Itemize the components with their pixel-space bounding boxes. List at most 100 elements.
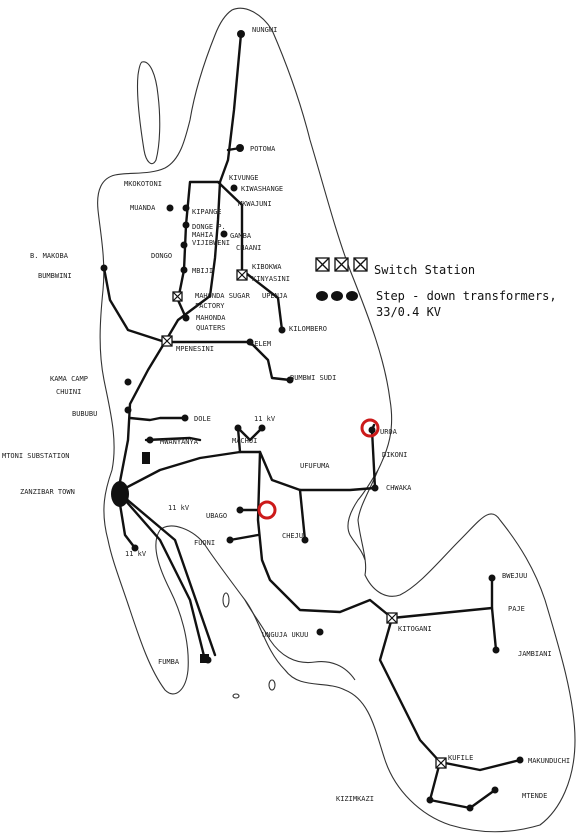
line-east-main bbox=[116, 450, 377, 494]
switch-station-icon bbox=[161, 335, 173, 347]
switch-stations bbox=[142, 269, 447, 769]
transformer-dot bbox=[258, 424, 266, 432]
label-muanda: MUANDA bbox=[130, 204, 156, 212]
label-kinyasini: KINYASINI bbox=[252, 275, 290, 283]
label-ufufuma: UFUFUMA bbox=[300, 462, 330, 470]
transformer-dot bbox=[301, 536, 309, 544]
label-mwanyanya: MWANYANYA bbox=[160, 438, 199, 446]
transformer-dot bbox=[182, 204, 190, 212]
line-mtende bbox=[428, 760, 497, 810]
label-kitogani: KITOGANI bbox=[398, 625, 432, 633]
line-to-bumbwini bbox=[102, 266, 167, 344]
label-kipange: KIPANGE bbox=[192, 208, 222, 216]
line-fumba bbox=[116, 490, 207, 662]
label-bwejuu: BWEJUU bbox=[502, 572, 527, 580]
transformer-dot bbox=[246, 338, 254, 346]
place-labels: NUNGWI POTOWA MKOKOTONI KIVUNGE KIWASHAN… bbox=[2, 26, 570, 803]
southern-inlet-outline bbox=[244, 599, 356, 681]
small-islet-1 bbox=[268, 679, 276, 691]
small-islet-3 bbox=[232, 693, 240, 699]
line-paje bbox=[390, 576, 494, 620]
label-kiwashange: KIWASHANGE bbox=[241, 185, 283, 193]
trunk-line-north bbox=[116, 32, 243, 494]
label-mtende: MTENDE bbox=[522, 792, 547, 800]
label-bumbwi-sudi: BUMBWI SUDI bbox=[290, 374, 336, 382]
transformer-dot bbox=[226, 536, 234, 544]
label-factory: FACTORY bbox=[195, 302, 225, 310]
transformer-dot bbox=[220, 230, 228, 238]
label-gamba: GAMBA bbox=[230, 232, 252, 240]
label-mahonda-sugar: MAHONDA SUGAR bbox=[195, 292, 251, 300]
transformer-dot bbox=[488, 574, 496, 582]
label-paje: PAJE bbox=[508, 605, 525, 613]
switch-station-legend-icon bbox=[315, 257, 368, 272]
label-11kv-a: 11 kV bbox=[254, 415, 276, 423]
label-kibokwa: KIBOKWA bbox=[252, 263, 282, 271]
transformer-dot bbox=[124, 378, 132, 386]
transformer-dot bbox=[371, 484, 379, 492]
label-kizimkazi: KIZIMKAZI bbox=[336, 795, 374, 803]
transformer-dot bbox=[182, 221, 190, 229]
line-fumba-2 bbox=[116, 490, 217, 657]
transformer-dot bbox=[368, 426, 376, 434]
transformer-dot bbox=[181, 414, 189, 422]
transformer-dot bbox=[278, 326, 286, 334]
label-b-makoba: B. MAKOBA bbox=[30, 252, 69, 260]
transformer-legend-icon bbox=[316, 291, 358, 301]
transformer-dot bbox=[146, 436, 154, 444]
label-kufile: KUFILE bbox=[448, 754, 473, 762]
transformer-dot bbox=[491, 786, 499, 794]
label-mbiji: MBIJI bbox=[192, 267, 213, 275]
zanzibar-town-area bbox=[111, 481, 129, 507]
label-mkokotoni: MKOKOTONI bbox=[124, 180, 162, 188]
switch-station-icon bbox=[435, 757, 447, 769]
transformer-dot bbox=[124, 406, 132, 414]
transformer-dot bbox=[236, 506, 244, 514]
line-fuoni bbox=[228, 533, 260, 542]
label-kilombero: KILOMBERO bbox=[289, 325, 327, 333]
transformer-dot bbox=[180, 266, 188, 274]
power-lines bbox=[102, 32, 522, 810]
switch-station-icon bbox=[386, 612, 398, 624]
label-quaters: QUATERS bbox=[196, 324, 226, 332]
label-fuoni: FUONI bbox=[194, 539, 215, 547]
transformer-dot bbox=[516, 756, 524, 764]
transformer-dot bbox=[182, 314, 190, 322]
legend-transformer-rating: 33/0.4 KV bbox=[376, 305, 441, 319]
transformer-dot bbox=[237, 30, 245, 38]
label-kivunge: KIVUNGE bbox=[229, 174, 259, 182]
chwaka-bay-outline bbox=[347, 469, 379, 561]
label-potowa: POTOWA bbox=[250, 145, 276, 153]
transformer-dot bbox=[100, 264, 108, 272]
fumba-substation-square bbox=[200, 654, 209, 663]
switch-station-icon bbox=[172, 291, 183, 302]
line-to-bumbwi-sudi bbox=[163, 340, 292, 382]
line-south bbox=[256, 450, 394, 620]
switch-station-icon bbox=[236, 269, 248, 281]
label-dikoni: DIKONI bbox=[382, 451, 407, 459]
label-11kv-c: 11 kV bbox=[125, 550, 147, 558]
island-outline bbox=[97, 7, 576, 833]
label-uroa: UROA bbox=[380, 428, 398, 436]
label-fumba: FUMBA bbox=[158, 658, 180, 666]
label-vijibweni: VIJIBWENI bbox=[192, 239, 230, 247]
line-jambiani bbox=[490, 606, 498, 652]
transformer-dot bbox=[230, 184, 238, 192]
transformer-dot bbox=[166, 204, 174, 212]
label-cheju: CHEJU bbox=[282, 532, 303, 540]
label-dole: DOLE bbox=[194, 415, 211, 423]
legend: Switch Station Step - down transformers,… bbox=[315, 257, 557, 319]
label-dongo: DONGO bbox=[151, 252, 172, 260]
label-chaani: CHAANI bbox=[236, 244, 261, 252]
transformer-dot bbox=[466, 804, 474, 812]
label-mkwajuni: MKWAJUNI bbox=[238, 200, 272, 208]
transformer-dot bbox=[131, 544, 139, 552]
label-jambiani: JAMBIANI bbox=[518, 650, 552, 658]
transformer-dot bbox=[236, 144, 244, 152]
label-mpenesini: MPENESINI bbox=[176, 345, 214, 353]
coastline bbox=[97, 7, 576, 833]
line-kufile bbox=[378, 616, 522, 772]
label-makunduchi: MAKUNDUCHI bbox=[528, 757, 570, 765]
label-mahonda: MAHONDA bbox=[196, 314, 226, 322]
